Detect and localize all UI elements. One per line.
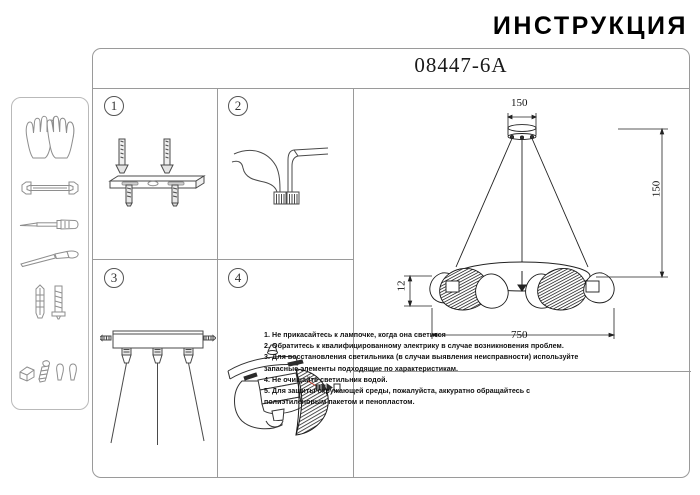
note-line: 1. Не прикасайтесь к лампочке, когда она… xyxy=(264,331,446,339)
shade-assembly-diagram xyxy=(226,325,346,450)
wire-connection-diagram xyxy=(228,136,332,214)
chandelier-dimension-drawing xyxy=(390,95,680,345)
mounting-bracket-diagram xyxy=(104,135,212,207)
note-line: 5. Для защиты окружающей среды, пожалуйс… xyxy=(264,387,531,407)
model-number: 08447-6A xyxy=(414,53,508,77)
gloves-icon xyxy=(12,108,88,164)
step-number-4: 4 xyxy=(228,268,248,288)
divider-vertical-left xyxy=(217,89,218,478)
step-number-1: 1 xyxy=(104,96,124,116)
divider-horizontal-steps xyxy=(93,259,353,260)
tools-and-hardware-panel xyxy=(11,97,89,410)
main-frame: 08447-6A xyxy=(92,48,691,478)
note-line: 2. Обратитесь к квалифицированному элект… xyxy=(264,342,564,351)
step-number-2: 2 xyxy=(228,96,248,116)
safety-notes: 1. Не прикасайтесь к лампочке, когда она… xyxy=(264,330,594,408)
note-line: 4. Не очищайте светильник водой. xyxy=(264,375,388,384)
wrench-icon xyxy=(12,175,88,201)
dimension-height: 150 xyxy=(650,180,663,198)
frame-header: 08447-6A xyxy=(93,49,689,89)
dimension-fixture-height: 12 xyxy=(395,280,408,292)
dimension-top-width: 150 xyxy=(511,97,528,109)
note-line: 3. Для восстановления светильника (в слу… xyxy=(264,353,579,373)
step-number-3: 3 xyxy=(104,268,124,288)
screwdriver-icon xyxy=(12,211,88,237)
small-hardware-parts-icon xyxy=(12,347,88,387)
page-title: ИНСТРУКЦИЯ xyxy=(492,12,688,40)
divider-vertical-right xyxy=(353,89,354,478)
wall-anchor-and-screw-icon xyxy=(12,281,88,327)
file-tool-icon xyxy=(12,246,88,272)
divider-horizontal-notes xyxy=(353,371,691,372)
canopy-suspension-diagram xyxy=(100,315,216,455)
dimension-overall-width: 750 xyxy=(511,329,528,341)
